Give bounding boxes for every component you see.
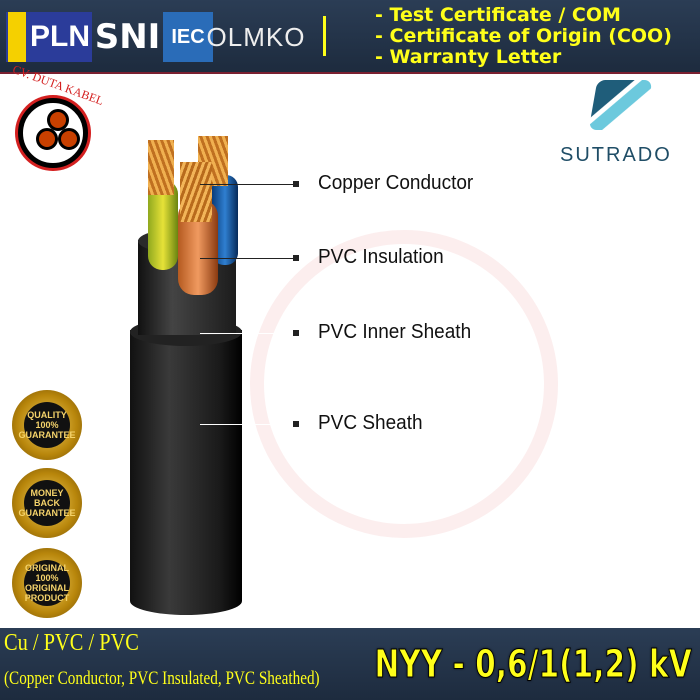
label-pvc-sheath: PVC Sheath	[318, 412, 423, 434]
sni-logo: SNI	[94, 17, 161, 57]
cert-item: - Warranty Letter	[375, 46, 562, 68]
sutrado-logo: SUTRADO	[555, 78, 695, 168]
duta-kabel-logo: CV. DUTA KABEL	[8, 62, 108, 168]
leader-dot	[293, 421, 299, 427]
model-title: NYY - 0,6/1(1,2) kV	[374, 642, 692, 687]
money-back-badge: MONEY BACK GUARANTEE	[12, 468, 82, 538]
olmko-logo: OLMKO	[206, 21, 306, 52]
cert-item: - Certificate of Origin (COO)	[375, 25, 672, 47]
label-pvc-insulation: PVC Insulation	[318, 246, 444, 268]
iec-logo: IEC	[163, 12, 213, 62]
leader-dot	[293, 255, 299, 261]
header-band: PLN SNI IEC OLMKO - Test Certificate / C…	[0, 0, 700, 74]
divider	[323, 16, 326, 56]
leader-line	[200, 424, 295, 425]
leader-dot	[293, 330, 299, 336]
construction-text: Cu / PVC / PVC	[4, 630, 139, 656]
original-product-badge: ORIGINAL 100% ORIGINAL PRODUCT	[12, 548, 82, 618]
leader-dot	[293, 181, 299, 187]
leader-line	[200, 184, 295, 185]
leader-line	[200, 333, 295, 334]
pln-logo: PLN	[6, 12, 92, 62]
label-copper-conductor: Copper Conductor	[318, 172, 474, 194]
leader-line	[200, 258, 295, 259]
label-pvc-inner-sheath: PVC Inner Sheath	[318, 321, 472, 343]
watermark-logo	[250, 230, 558, 538]
quality-guarantee-badge: QUALITY 100% GUARANTEE	[12, 390, 82, 460]
cert-item: - Test Certificate / COM	[375, 4, 621, 26]
description-text: (Copper Conductor, PVC Insulated, PVC Sh…	[4, 668, 320, 689]
footer-band: Cu / PVC / PVC (Copper Conductor, PVC In…	[0, 628, 700, 700]
